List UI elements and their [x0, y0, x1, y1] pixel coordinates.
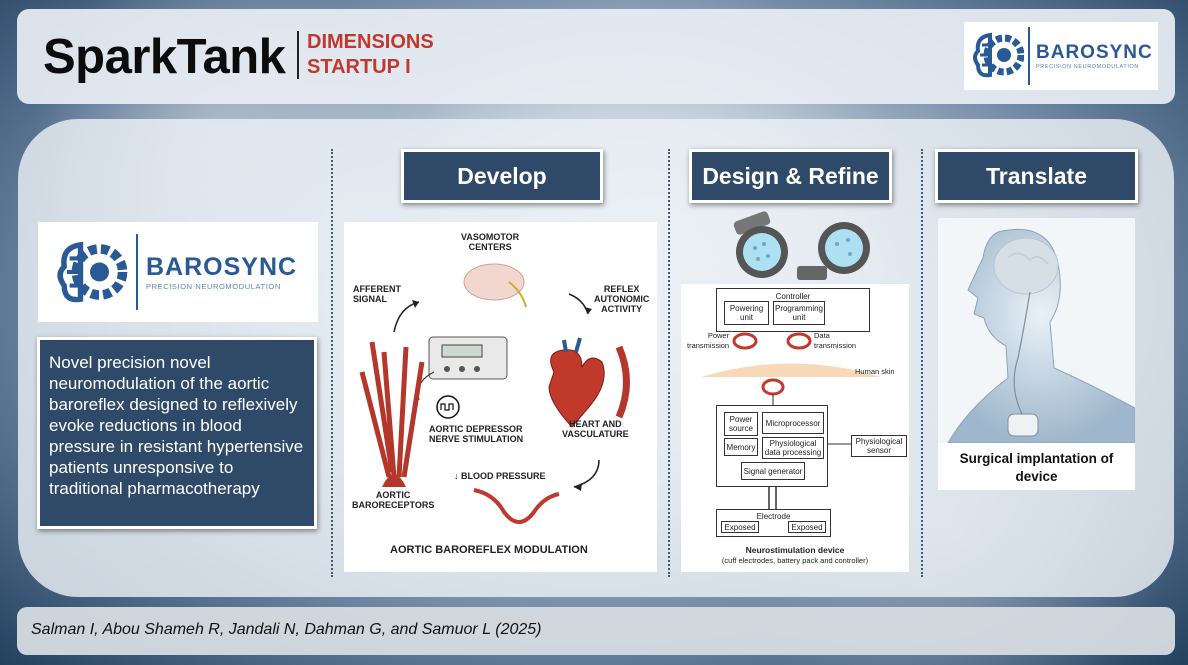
divider-2 — [668, 149, 670, 577]
label-heart: HEART AND VASCULATURE — [562, 419, 629, 439]
brand-divider — [297, 31, 299, 79]
brand-title: SparkTank — [43, 30, 286, 84]
implantation-figure: Surgical implantation of device — [938, 218, 1135, 490]
brand-subtitle: DIMENSIONS STARTUP I — [307, 30, 434, 80]
physiological-sensor-box: Physiological sensor — [851, 435, 907, 457]
barosync-logo-large: BAROSYNC PRECISION NEUROMODULATION — [38, 222, 318, 322]
logo-name: BAROSYNC — [1036, 42, 1153, 63]
head-implant-illustration — [938, 218, 1135, 443]
logo-tagline-large: PRECISION NEUROMODULATION — [146, 282, 281, 291]
baroreflex-figure: VASOMOTOR CENTERS AFFERENT SIGNAL REFLEX… — [344, 222, 657, 572]
label-human-skin: Human skin — [855, 367, 895, 376]
description-box: Novel precision novel neuromodulation of… — [37, 337, 317, 529]
label-afferent: AFFERENT SIGNAL — [353, 284, 401, 304]
caption-neurostimulation-sub: (cuff electrodes, battery pack and contr… — [721, 556, 869, 565]
programming-unit-box: Programming unit — [773, 301, 825, 325]
label-vasomotor: VASOMOTOR CENTERS — [461, 232, 520, 252]
label-stimulation: AORTIC DEPRESSOR NERVE STIMULATION — [429, 424, 524, 444]
cuff-electrodes-icon — [733, 211, 870, 280]
caption-implantation: Surgical implantation of device — [959, 451, 1114, 484]
citation-bar: Salman I, Abou Shameh R, Jandali N, Dahm… — [17, 607, 1175, 655]
label-data-transmission: Data transmission — [814, 331, 857, 350]
stage-design-refine: Design & Refine — [689, 149, 892, 203]
brain-gear-icon — [970, 27, 1030, 85]
citation-text: Salman I, Abou Shameh R, Jandali N, Dahm… — [31, 621, 542, 638]
divider-3 — [921, 149, 923, 577]
stage-translate: Translate — [935, 149, 1138, 203]
label-reflex: REFLEX AUTONOMIC ACTIVITY — [594, 284, 650, 314]
memory-box: Memory — [724, 438, 758, 456]
label-power-transmission: Power transmission — [687, 331, 730, 350]
microprocessor-box: Microprocessor — [762, 412, 824, 434]
baroreflex-illustration — [359, 263, 630, 524]
logo-tagline: PRECISION NEUROMODULATION — [1036, 64, 1139, 70]
brand-subtitle-line1: DIMENSIONS — [307, 31, 434, 53]
signal-generator-box: Signal generator — [741, 462, 805, 480]
barosync-logo-header: BAROSYNC PRECISION NEUROMODULATION — [964, 22, 1158, 90]
label-baroreceptors: AORTIC BARORECEPTORS — [352, 490, 435, 510]
divider-1 — [331, 149, 333, 577]
caption-neurostimulation: Neurostimulation device — [745, 545, 845, 555]
figure-title-baroreflex: AORTIC BAROREFLEX MODULATION — [390, 544, 588, 556]
power-source-box: Power source — [724, 412, 758, 436]
powering-unit-box: Powering unit — [724, 301, 769, 325]
neurostimulation-figure: Controller Powering unit Programming uni… — [681, 284, 909, 572]
exposed-right-box: Exposed — [788, 521, 826, 533]
exposed-left-box: Exposed — [721, 521, 759, 533]
brand-subtitle-line2: STARTUP I — [307, 56, 411, 78]
physiological-processing-box: Physiological data processing — [762, 437, 824, 459]
label-blood-pressure: ↓ BLOOD PRESSURE — [454, 471, 546, 481]
stage-develop: Develop — [401, 149, 603, 203]
device-diagram-lines — [701, 332, 881, 509]
logo-name-large: BAROSYNC — [146, 253, 298, 281]
brain-gear-icon-large — [50, 234, 138, 310]
